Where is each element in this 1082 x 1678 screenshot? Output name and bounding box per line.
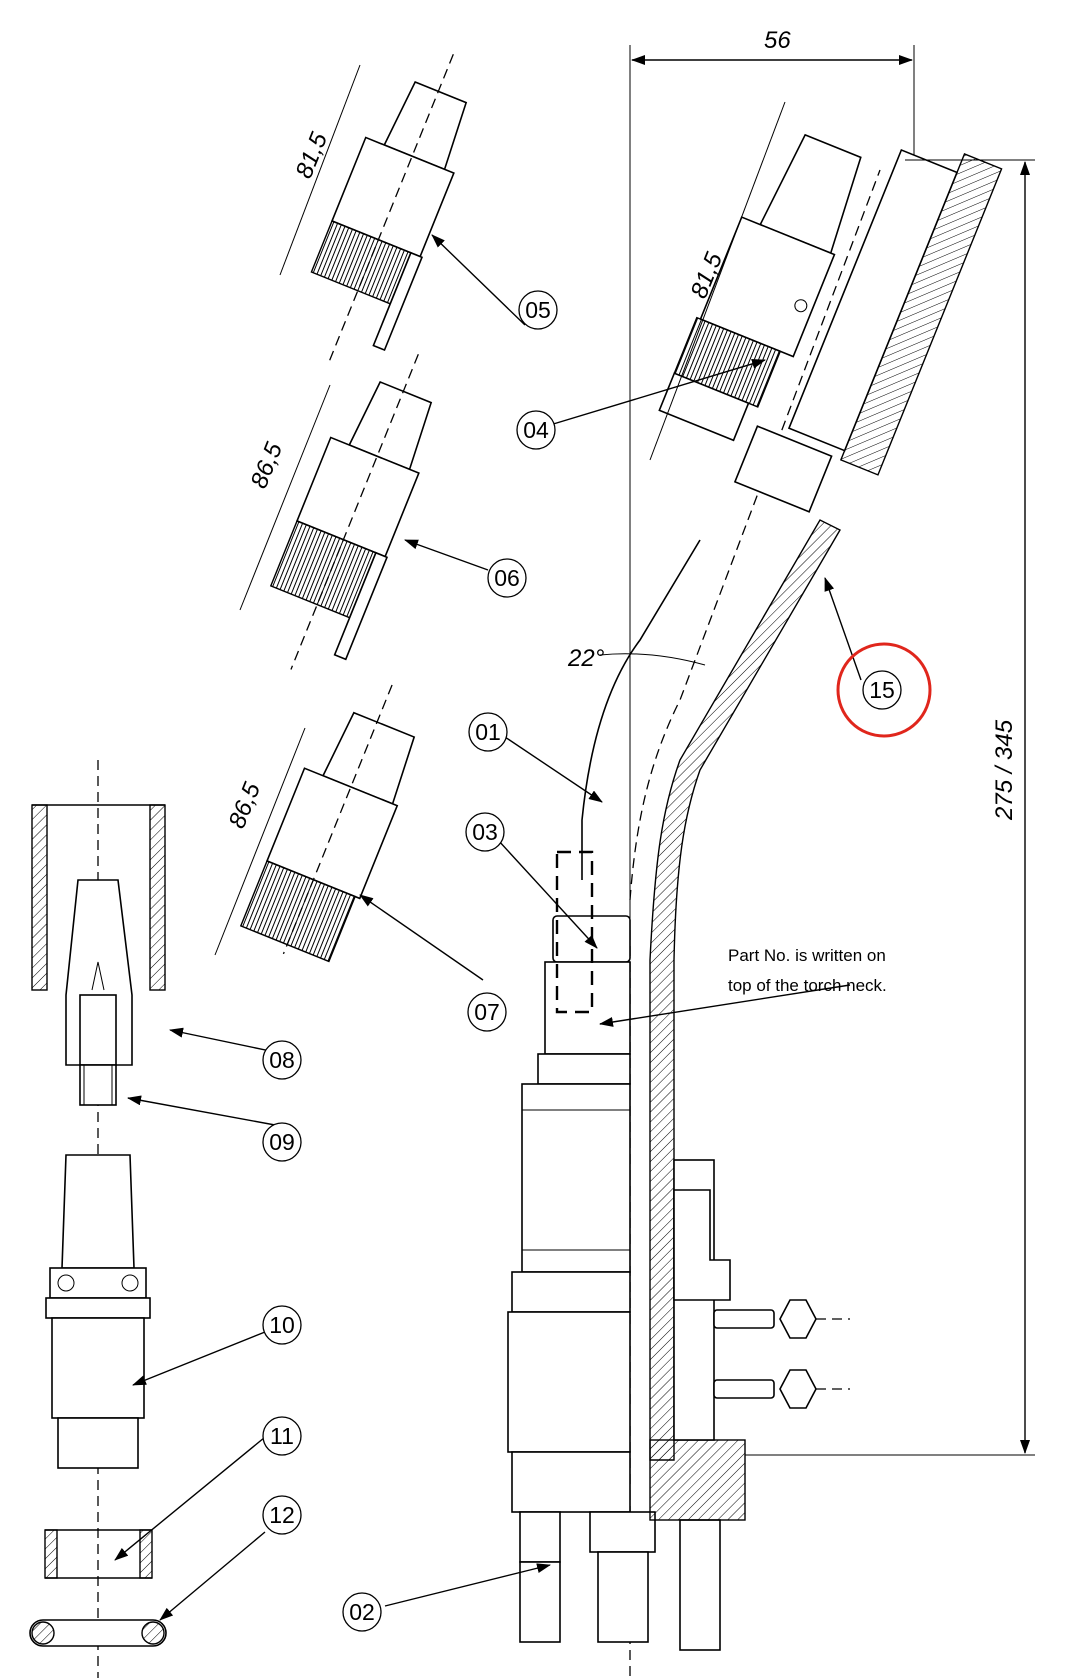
nozzle-07 bbox=[239, 684, 416, 963]
dimension-angle: 22° bbox=[567, 645, 706, 672]
leader-02 bbox=[384, 1563, 551, 1607]
neck-outline-left bbox=[581, 539, 701, 880]
svg-text:03: 03 bbox=[472, 819, 498, 845]
svg-text:04: 04 bbox=[523, 417, 549, 443]
part-bubbles: 05 04 06 15 01 03 07 08 09 10 11 12 02 bbox=[262, 290, 932, 1632]
leader-08 bbox=[169, 1027, 276, 1053]
dim-nozzle-07: 86,5 bbox=[224, 778, 267, 832]
dim-height: 275 / 345 bbox=[991, 719, 1018, 821]
nozzle-04-mounted bbox=[658, 133, 862, 442]
bubble-11: 11 bbox=[262, 1416, 302, 1456]
part-number-location-box bbox=[555, 850, 594, 1014]
svg-text:10: 10 bbox=[269, 1312, 295, 1338]
bubble-08: 08 bbox=[262, 1040, 302, 1080]
left-parts bbox=[29, 760, 167, 1678]
bubble-06: 06 bbox=[487, 558, 527, 598]
svg-text:15: 15 bbox=[869, 677, 895, 703]
bubble-12: 12 bbox=[262, 1495, 302, 1535]
neck-centre-line bbox=[629, 169, 881, 901]
svg-text:02: 02 bbox=[349, 1599, 375, 1625]
leader-04 bbox=[549, 358, 766, 426]
leader-09 bbox=[127, 1095, 276, 1126]
svg-text:08: 08 bbox=[269, 1047, 295, 1073]
leader-10 bbox=[132, 1329, 271, 1386]
leader-05 bbox=[431, 234, 526, 326]
svg-text:12: 12 bbox=[269, 1502, 295, 1528]
leader-11 bbox=[114, 1432, 271, 1561]
leader-01 bbox=[501, 734, 603, 803]
leader-lines bbox=[114, 234, 862, 1621]
bubble-05: 05 bbox=[518, 290, 558, 330]
svg-text:09: 09 bbox=[269, 1129, 295, 1155]
leader-06 bbox=[404, 539, 489, 571]
dim-angle: 22° bbox=[567, 645, 605, 672]
bubble-10: 10 bbox=[262, 1305, 302, 1345]
torch-neck-assembly bbox=[507, 55, 1003, 1678]
svg-text:05: 05 bbox=[525, 297, 551, 323]
svg-text:06: 06 bbox=[494, 565, 520, 591]
dim-nozzle-05: 81,5 bbox=[291, 128, 334, 182]
bubble-07: 07 bbox=[467, 992, 507, 1032]
dim-width-top: 56 bbox=[764, 27, 791, 54]
dimension-height: 275 / 345 bbox=[745, 159, 1035, 1456]
svg-text:11: 11 bbox=[270, 1423, 294, 1449]
svg-text:01: 01 bbox=[475, 719, 501, 745]
dimension-56: 56 bbox=[629, 27, 915, 155]
leader-07 bbox=[359, 894, 484, 981]
svg-text:07: 07 bbox=[474, 999, 500, 1025]
bubble-04: 04 bbox=[516, 410, 556, 450]
nozzle-05 bbox=[310, 54, 468, 361]
leader-15 bbox=[824, 577, 862, 681]
bubble-01: 01 bbox=[468, 712, 508, 752]
dim-nozzle-06: 86,5 bbox=[246, 438, 289, 492]
leader-note bbox=[599, 984, 851, 1027]
note-line-2: top of the torch neck. bbox=[728, 976, 887, 995]
leader-12 bbox=[159, 1531, 266, 1621]
torch-head bbox=[733, 148, 1003, 513]
torch-body bbox=[507, 915, 850, 1651]
note-line-1: Part No. is written on bbox=[728, 946, 886, 965]
bubble-09: 09 bbox=[262, 1122, 302, 1162]
leader-03 bbox=[497, 839, 598, 949]
neck-section-hatched bbox=[649, 519, 841, 1461]
nozzle-06 bbox=[269, 354, 433, 670]
bubble-02: 02 bbox=[342, 1592, 382, 1632]
bubble-15: 15 bbox=[836, 642, 932, 738]
bubble-03: 03 bbox=[465, 812, 505, 852]
